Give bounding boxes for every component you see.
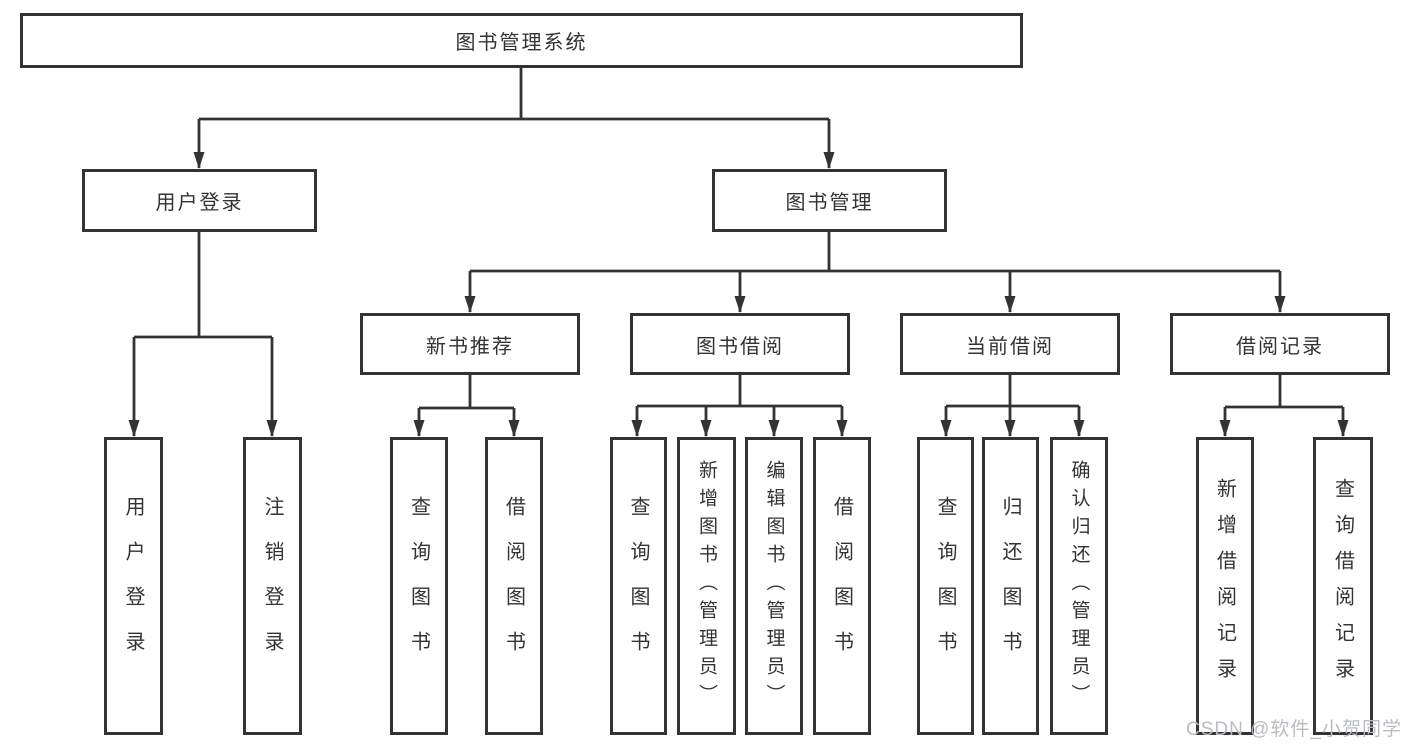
node-leaf-logout: 注销登录 (243, 437, 302, 735)
csdn-watermark: CSDN @软件_小贺同学 (1186, 719, 1402, 740)
connector-root-branch (193, 68, 835, 169)
node-leaf-cb-return-books: 归还图书 (982, 437, 1039, 735)
node-current-borrow: 当前借阅 (900, 313, 1120, 375)
connector-book-borrow-branch (631, 375, 848, 437)
connector-book-mgmt-branch (464, 232, 1286, 313)
node-leaf-bb-add-books-admin: 新增图书（管理员） (677, 437, 736, 735)
node-leaf-bb-borrow-books: 借阅图书 (813, 437, 871, 735)
node-book-borrow: 图书借阅 (630, 313, 850, 375)
node-leaf-cb-query-books: 查询图书 (917, 437, 974, 735)
node-leaf-br-add-record: 新增借阅记录 (1196, 437, 1254, 735)
node-leaf-user-login: 用户登录 (104, 437, 163, 735)
connector-current-borrow-branch (940, 375, 1085, 437)
node-book-management: 图书管理 (712, 169, 947, 232)
node-leaf-nbr-query-books: 查询图书 (390, 437, 448, 735)
node-leaf-br-query-record: 查询借阅记录 (1313, 437, 1373, 735)
node-leaf-cb-confirm-return-admin: 确认归还（管理员） (1050, 437, 1108, 735)
connector-borrow-records-branch (1219, 375, 1349, 437)
connector-new-book-rec-branch (413, 375, 520, 437)
node-user-login: 用户登录 (82, 169, 317, 232)
node-leaf-bb-edit-books-admin: 编辑图书（管理员） (745, 437, 803, 735)
node-borrow-records: 借阅记录 (1170, 313, 1390, 375)
node-root-system: 图书管理系统 (20, 13, 1023, 68)
node-leaf-nbr-borrow-books: 借阅图书 (485, 437, 543, 735)
connector-user-login-branch (128, 232, 278, 437)
node-new-book-recommend: 新书推荐 (360, 313, 580, 375)
node-leaf-bb-query-books: 查询图书 (610, 437, 667, 735)
